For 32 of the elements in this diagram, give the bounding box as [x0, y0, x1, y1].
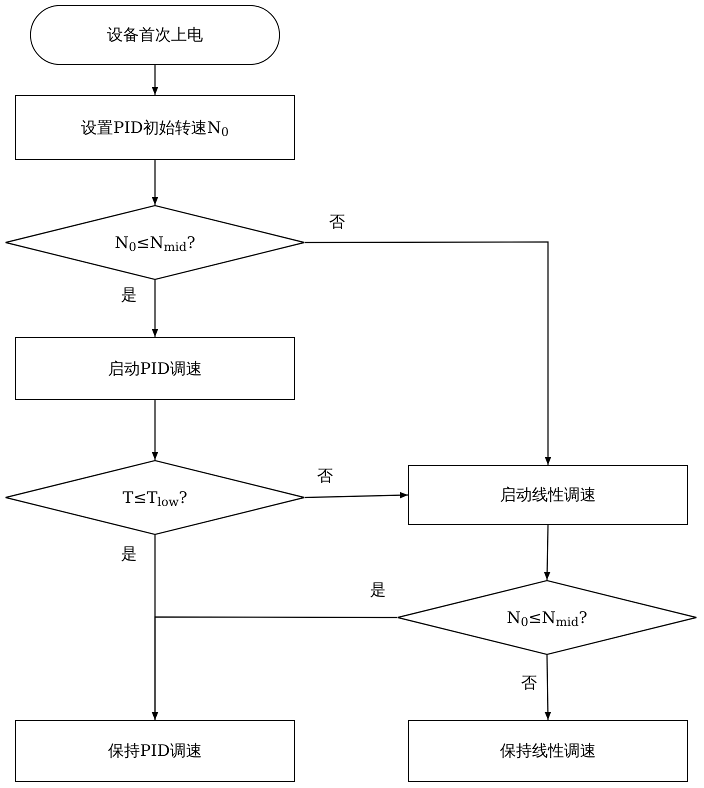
arrow	[152, 400, 158, 460]
decision-diamond	[5, 205, 305, 280]
node-label: 启动PID调速	[108, 358, 202, 380]
node-label: 设置PID初始转速N$_{0}$	[81, 116, 229, 140]
node-label: T≤T$_{low}$?	[122, 486, 188, 510]
node-label: 保持线性调速	[500, 740, 596, 762]
process-box	[408, 465, 688, 525]
node-label: N$_{0}$≤N$_{mid}$?	[506, 606, 588, 630]
edge-label: 否	[316, 468, 334, 484]
arrow	[152, 616, 397, 720]
decision-diamond	[5, 460, 305, 535]
arrow	[152, 160, 158, 205]
arrow	[544, 654, 552, 720]
process-box	[15, 720, 295, 782]
process-box	[15, 95, 295, 160]
arrow	[152, 280, 158, 337]
edge-label: 是	[120, 546, 138, 562]
edge-label: 是	[120, 287, 138, 303]
process-box	[15, 337, 295, 400]
node-label: 保持PID调速	[108, 740, 202, 762]
process-box	[408, 720, 688, 782]
node-label: 启动线性调速	[500, 484, 596, 506]
arrow	[152, 65, 158, 95]
edge-label: 是	[369, 582, 387, 598]
decision-diamond	[397, 580, 697, 655]
arrow	[544, 524, 550, 580]
arrow	[304, 492, 408, 498]
edge-label: 否	[328, 214, 346, 230]
arrow	[305, 241, 552, 465]
node-label: N$_{0}$≤N$_{mid}$?	[114, 232, 196, 254]
edge-label: 否	[520, 675, 538, 691]
node-label: 设备首次上电	[107, 24, 203, 46]
